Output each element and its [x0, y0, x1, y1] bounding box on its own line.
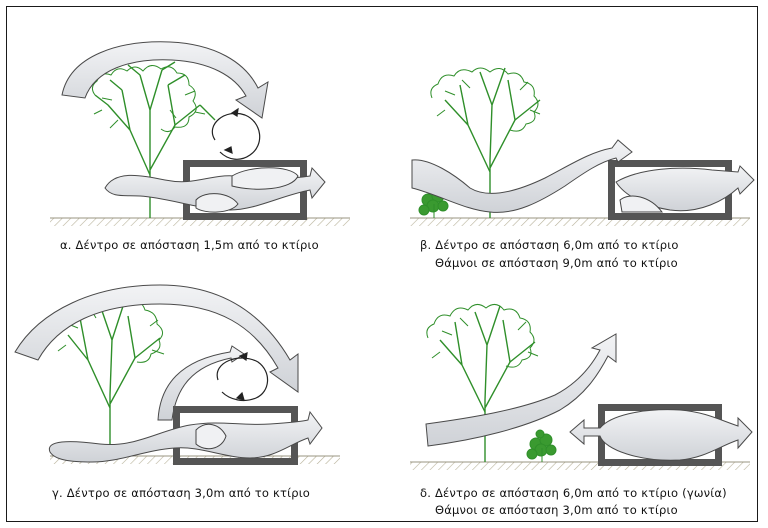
- building-c: [173, 406, 298, 465]
- indoor-flow-a1: [231, 167, 299, 190]
- tree-b: [430, 67, 541, 218]
- indoor-flow-c: [195, 423, 227, 450]
- building-a: [183, 160, 307, 220]
- rotation-circle-a: [211, 107, 261, 160]
- wind-arrow-bottom-c: [48, 410, 323, 463]
- indoor-flow-d: [569, 409, 753, 461]
- indoor-flow-a2: [195, 193, 239, 213]
- rotation-circle-c: [216, 352, 269, 402]
- panel-d: [410, 304, 753, 470]
- ground-b: [410, 218, 750, 226]
- wind-arrow-b: [411, 139, 633, 213]
- building-b: [608, 160, 732, 220]
- caption-panel-a: α. Δέντρο σε απόσταση 1,5m από το κτίριο: [60, 238, 319, 252]
- panel-a: [50, 41, 350, 226]
- panel-b: [410, 67, 755, 226]
- caption-panel-d-line2: Θάμνοι σε απόσταση 3,0m από το κτίριο: [435, 503, 678, 517]
- tree-a: [91, 61, 216, 218]
- ground-d: [410, 462, 750, 470]
- caption-panel-b-line2: Θάμνοι σε απόσταση 9,0m από το κτίριο: [435, 256, 678, 270]
- ground-a: [50, 218, 350, 226]
- wind-arrow-d: [425, 333, 617, 447]
- shrub-d: [526, 429, 557, 462]
- panel-c: [14, 284, 340, 465]
- caption-panel-c: γ. Δέντρο σε απόσταση 3,0m από το κτίριο: [52, 486, 311, 500]
- building-d: [598, 404, 722, 466]
- wind-arrow-top-c: [14, 284, 299, 393]
- caption-panel-d: δ. Δέντρο σε απόσταση 6,0m από το κτίριο…: [420, 486, 727, 500]
- indoor-swirl-b: [619, 195, 664, 213]
- caption-panel-b: β. Δέντρο σε απόσταση 6,0m από το κτίριο: [420, 238, 679, 252]
- wind-arrow-top-a: [61, 41, 269, 119]
